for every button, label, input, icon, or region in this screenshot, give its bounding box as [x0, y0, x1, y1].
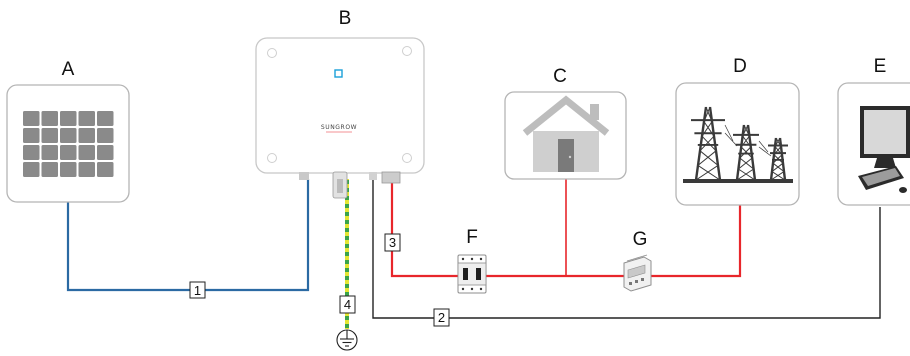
label-inverter: B [339, 8, 352, 29]
meter: G [623, 229, 652, 292]
solar-cell [41, 128, 58, 143]
solar-panel-icon [23, 111, 114, 177]
cable-tag-1: 1 [189, 281, 206, 299]
solar-cell [78, 128, 95, 143]
dc-cable [66, 179, 310, 292]
pv-module: A [6, 59, 130, 203]
solar-cell [60, 145, 77, 160]
solar-cell [23, 128, 40, 143]
comm-connector [369, 172, 377, 180]
cable-number-3: 3 [389, 235, 396, 250]
house: C [504, 66, 627, 180]
energy-meter-icon [623, 254, 652, 292]
solar-cell [23, 162, 40, 177]
cable-number-2: 2 [438, 310, 445, 325]
status-indicator-icon [334, 69, 343, 78]
cable-tag-3: 3 [384, 233, 401, 252]
solar-cell [60, 111, 77, 126]
cable-tag-4: 4 [339, 295, 356, 314]
solar-cell [97, 162, 114, 177]
label-grid: D [733, 56, 747, 77]
solar-cell [78, 145, 95, 160]
solar-cell [60, 162, 77, 177]
computer: E [837, 56, 910, 206]
solar-cell [78, 111, 95, 126]
cables [66, 179, 881, 329]
solar-cell [97, 128, 114, 143]
label-computer: E [874, 56, 887, 77]
comm-cable [372, 179, 881, 319]
label-pv-module: A [62, 59, 75, 80]
inverter-brand: SUNGROW [321, 124, 357, 131]
solar-cell [97, 145, 114, 160]
solar-cell [23, 145, 40, 160]
label-breaker: F [466, 227, 478, 248]
solar-cell [23, 111, 40, 126]
cable-number-4: 4 [344, 297, 351, 312]
breaker: F [457, 227, 487, 294]
solar-cell [41, 145, 58, 160]
computer-icon [858, 106, 910, 193]
ground-symbol-icon [336, 329, 358, 351]
inverter-icon [255, 37, 425, 199]
inverter: B SUNGROW [255, 8, 425, 199]
solar-cell [60, 128, 77, 143]
label-house: C [553, 66, 567, 87]
solar-cell [97, 111, 114, 126]
label-meter: G [633, 229, 648, 250]
cable-tag-2: 2 [433, 308, 450, 327]
solar-cell [78, 162, 95, 177]
house-icon [522, 95, 610, 172]
solar-cell [41, 111, 58, 126]
circuit-breaker-icon [457, 254, 487, 294]
grid: D [675, 56, 800, 206]
pv-module-box [6, 84, 130, 203]
solar-cell [41, 162, 58, 177]
dc-connector [299, 172, 309, 180]
power-tower-icon [683, 106, 793, 183]
cable-number-1: 1 [194, 283, 201, 298]
ac-connector [381, 171, 401, 184]
pe-cable [345, 179, 349, 329]
